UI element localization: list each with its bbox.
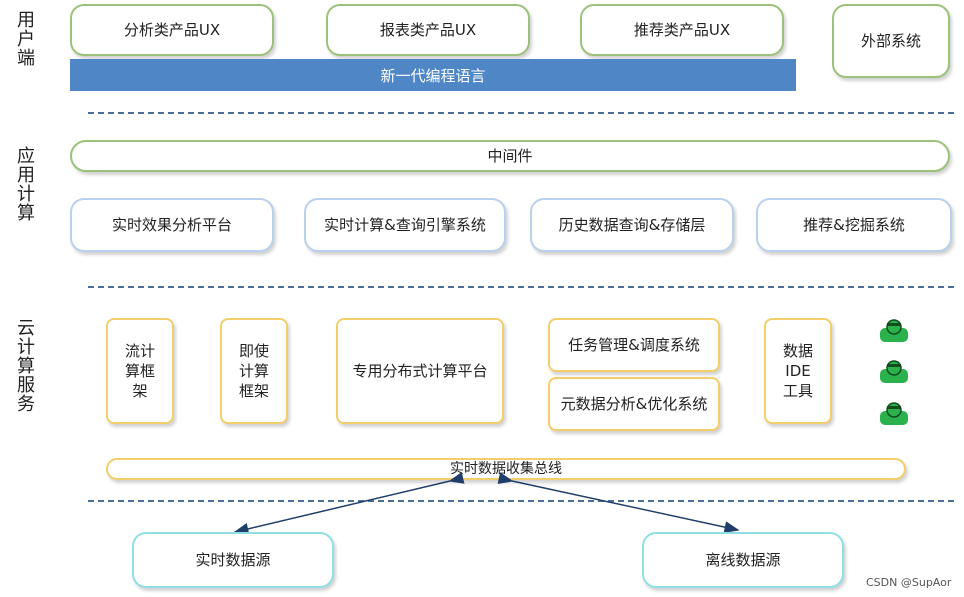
separator-3	[88, 500, 954, 502]
layer-label-cloud: 云计算服务	[14, 318, 35, 413]
data-ide-box: 数据IDE工具	[764, 318, 832, 424]
collection-bus-box: 实时数据收集总线	[106, 458, 906, 480]
layer-label-user: 用户端	[14, 10, 35, 67]
analysis-ux-box: 分析类产品UX	[70, 4, 274, 56]
task-management-box: 任务管理&调度系统	[548, 318, 720, 372]
user-icon	[880, 319, 908, 342]
layer-label-app: 应用计算	[14, 146, 35, 222]
metadata-analysis-box: 元数据分析&优化系统	[548, 377, 720, 431]
realtime-query-engine-box: 实时计算&查询引擎系统	[304, 198, 506, 252]
programming-language-banner: 新一代编程语言	[70, 59, 796, 91]
arrow-realtime-source	[233, 472, 465, 535]
report-ux-box: 报表类产品UX	[326, 4, 530, 56]
watermark: CSDN @SupAor	[866, 576, 952, 589]
adhoc-framework-box: 即使计算框架	[220, 318, 288, 424]
middleware-box: 中间件	[70, 140, 950, 172]
offline-source-box: 离线数据源	[642, 532, 844, 588]
recommend-ux-box: 推荐类产品UX	[580, 4, 784, 56]
user-icon	[880, 402, 908, 425]
separator-1	[88, 112, 954, 114]
external-system-box: 外部系统	[832, 4, 950, 78]
separator-2	[88, 286, 954, 288]
stream-framework-box: 流计算框架	[106, 318, 174, 424]
realtime-analysis-platform-box: 实时效果分析平台	[70, 198, 274, 252]
user-icon	[880, 360, 908, 383]
arrow-offline-source	[497, 472, 740, 534]
distributed-platform-box: 专用分布式计算平台	[336, 318, 504, 424]
realtime-source-box: 实时数据源	[132, 532, 334, 588]
recommend-mining-box: 推荐&挖掘系统	[756, 198, 952, 252]
history-storage-box: 历史数据查询&存储层	[530, 198, 734, 252]
